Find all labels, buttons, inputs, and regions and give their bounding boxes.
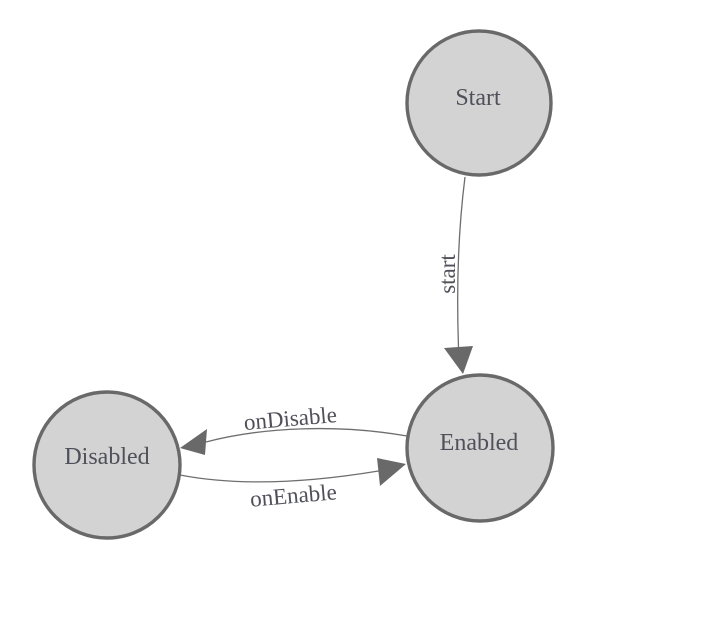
state-node-disabled: Disabled — [32, 390, 182, 540]
edge-disabled-to-enabled: onEnable — [179, 458, 406, 512]
state-node-enabled-circle — [405, 373, 555, 523]
edge-disabled-to-enabled-arrowhead-icon — [377, 458, 406, 486]
state-node-start-label: Start — [455, 85, 501, 111]
edge-enabled-to-disabled-line — [205, 427, 408, 443]
edge-label-onenable: onEnable — [249, 479, 338, 511]
state-node-disabled-circle — [32, 390, 182, 540]
edge-label-start: start — [435, 254, 460, 294]
edge-enabled-to-disabled: onDisable — [180, 402, 408, 455]
state-node-enabled-label: Enabled — [440, 430, 519, 456]
state-node-disabled-label: Disabled — [64, 444, 149, 470]
edge-label-ondisable: onDisable — [243, 402, 338, 435]
edge-enabled-to-disabled-arrowhead-icon — [180, 429, 207, 455]
edge-start-to-enabled: start — [435, 176, 473, 374]
edge-start-to-enabled-arrowhead-icon — [444, 346, 473, 374]
edge-start-to-enabled-line — [457, 176, 466, 348]
edge-disabled-to-enabled-line — [179, 470, 379, 483]
state-node-start: Start — [405, 29, 553, 177]
state-node-start-circle — [405, 29, 553, 177]
state-node-enabled: Enabled — [405, 373, 555, 523]
